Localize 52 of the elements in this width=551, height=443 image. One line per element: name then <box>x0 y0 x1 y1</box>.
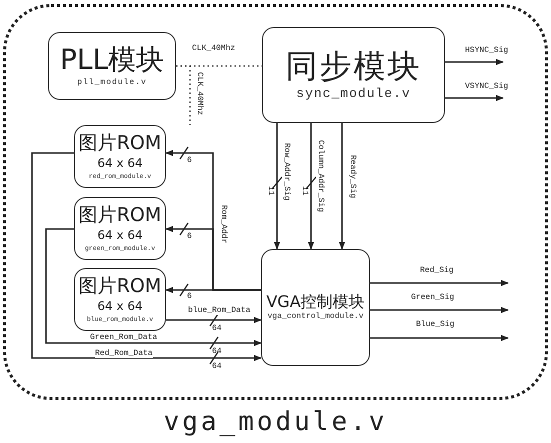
module-box <box>261 249 370 366</box>
arrow <box>274 123 280 250</box>
arrow <box>45 228 262 346</box>
arrow <box>308 123 314 250</box>
edge-label: Green_Sig <box>411 294 454 302</box>
module-name: 图片ROM <box>78 204 162 226</box>
edge-label: Ready_Sig <box>348 155 356 198</box>
module-name: 图片ROM <box>78 276 162 297</box>
file-name: sync_module.v <box>296 86 411 102</box>
edge-label: Row_Addr_Sig <box>282 143 290 201</box>
module-name: PLL模块 <box>60 44 164 76</box>
module-title: vga_module.v <box>162 408 388 437</box>
edge-label: Red_Rom_Data <box>95 350 153 358</box>
bus-width: 6 <box>187 157 192 165</box>
arrow <box>165 286 261 294</box>
edge-label: Blue_Sig <box>416 321 454 329</box>
bus-width: 64 <box>212 348 222 356</box>
edge-label: blue_Rom_Data <box>188 307 250 315</box>
arrow <box>370 334 509 342</box>
bus-width: 6 <box>187 233 192 241</box>
edge-label: HSYNC_Sig <box>465 47 508 55</box>
arrow <box>445 94 504 102</box>
module-name: 同步模块 <box>286 48 422 84</box>
edge-label: VSYNC_Sig <box>465 83 508 91</box>
arrow <box>31 152 262 362</box>
module-name: VGA控制模块 <box>266 292 365 310</box>
arrow <box>370 280 509 286</box>
bus-width: 6 <box>187 293 192 301</box>
rom-box <box>74 268 166 331</box>
edge-label: CLK_40Mhz <box>192 45 236 53</box>
rom-size: 64 x 64 <box>97 228 143 242</box>
rom-box <box>74 197 166 260</box>
edge-label: Red_Sig <box>420 267 454 275</box>
arrow <box>166 316 262 324</box>
arrow <box>338 123 346 250</box>
arrow <box>370 306 509 314</box>
edge-label: Green_Rom_Data <box>90 334 158 342</box>
bus-width: 64 <box>212 363 222 371</box>
rom-size: 64 x 64 <box>97 156 143 170</box>
module-box <box>48 32 176 100</box>
module-name: 图片ROM <box>78 132 162 154</box>
module-box <box>262 27 445 123</box>
edge-label: Column_Addr_Sig <box>316 140 324 212</box>
edge-label: CLK_40Mhz <box>195 72 203 116</box>
rom-size: 64 x 64 <box>97 300 143 313</box>
file-name: vga_control_module.v <box>267 313 364 322</box>
bus-width: 64 <box>212 325 222 333</box>
rom-box <box>74 125 166 188</box>
edge-label: Rom_Addr <box>219 205 227 244</box>
arrow <box>445 58 504 66</box>
dotted-connector <box>176 65 191 125</box>
file-name: pll_module.v <box>77 78 147 88</box>
